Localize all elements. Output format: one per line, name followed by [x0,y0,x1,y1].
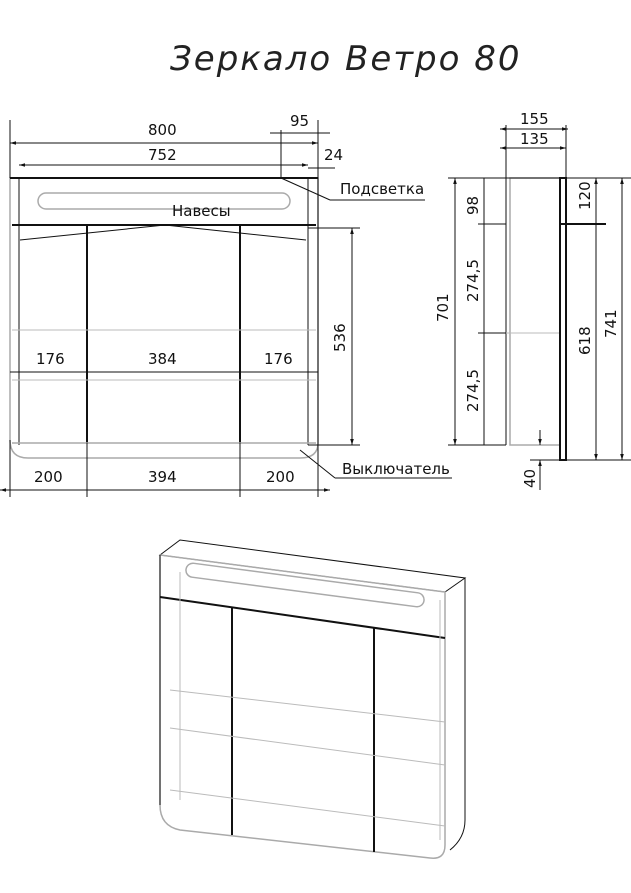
dim-door-height: 536 [331,323,349,352]
drawing-title: Зеркало Ветро 80 [170,39,522,79]
backlight-strip [37,192,291,210]
dim-overall-width: 800 [148,121,177,139]
dim-depth-body: 135 [520,130,549,148]
dim-body-height: 701 [434,293,452,322]
dim-bottom-offset: 40 [521,469,539,488]
label-hinges: Навесы [172,202,231,220]
dim-top-panel: 120 [576,181,594,210]
dim-depth-total: 155 [520,110,549,128]
side-view: 155 135 701 98 274,5 274,5 120 618 741 4… [434,110,631,490]
dim-mirror-height: 618 [576,326,594,355]
dim-shelf-middle: 384 [148,350,177,368]
isometric-view [158,539,467,859]
label-backlight: Подсветка [340,180,424,198]
front-view: 800 752 95 24 Подсветка Навесы 536 176 3… [0,112,452,497]
dim-shelf-lower: 274,5 [464,369,482,412]
dim-bottom-right: 200 [266,468,295,486]
dim-light-offset: 95 [290,112,309,130]
dim-top-gap: 98 [464,196,482,215]
dim-edge-offset: 24 [324,146,343,164]
dim-shelf-left: 176 [36,350,65,368]
dim-shelf-upper: 274,5 [464,259,482,302]
dim-bottom-middle: 394 [148,468,177,486]
dim-total-height: 741 [602,309,620,338]
label-switch: Выключатель [342,460,450,478]
iso-backlight-strip [185,562,425,608]
dim-shelf-right: 176 [264,350,293,368]
dim-bottom-left: 200 [34,468,63,486]
dim-inner-width: 752 [148,146,177,164]
